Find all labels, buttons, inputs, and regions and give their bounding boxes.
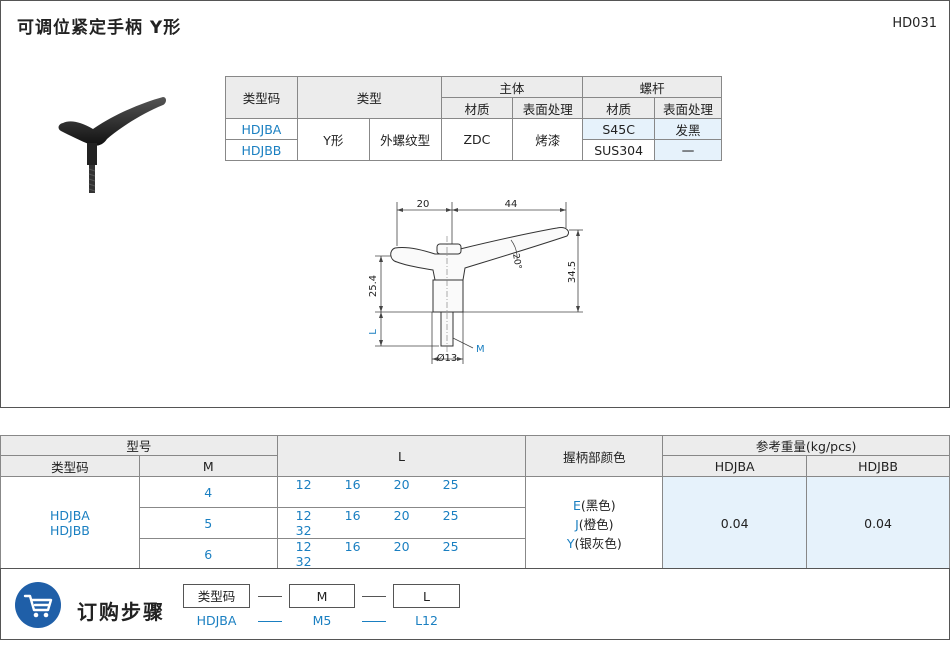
order-header-color: 握柄部颜色 xyxy=(525,435,664,477)
l-value: 16 xyxy=(344,477,361,492)
product-photo xyxy=(58,97,166,193)
color-code: E xyxy=(572,497,581,513)
step-value-connector xyxy=(258,621,282,622)
order-header-weight-a: HDJBA xyxy=(662,455,808,477)
order-code-b: HDJBB xyxy=(49,523,90,538)
spec-header-body-surface: 表面处理 xyxy=(512,97,584,119)
ordering-panel: 订购步骤 类型码 M L HDJBA M5 L12 xyxy=(0,568,950,640)
step-field-l: L xyxy=(393,584,460,608)
spec-table: 类型码 类型 主体 螺杆 材质 表面处理 材质 表面处理 HDJBA Y形 外螺… xyxy=(225,76,722,161)
page-title: 可调位紧定手柄 Y形 xyxy=(17,18,182,38)
order-header-M: M xyxy=(138,455,278,477)
order-m-5: 5 xyxy=(138,507,278,539)
step-value-connector xyxy=(362,621,386,622)
color-silver: Y(银灰色) xyxy=(526,533,662,552)
color-name: (银灰色) xyxy=(574,535,622,551)
dim-diameter: Ø13 xyxy=(437,352,458,364)
product-code: HD031 xyxy=(892,16,937,31)
order-code-a: HDJBA xyxy=(50,508,90,523)
spec-bolt-material-b: SUS304 xyxy=(582,139,656,161)
color-black: E(黑色) xyxy=(526,495,662,514)
spec-code-a: HDJBA xyxy=(225,118,298,140)
color-code: J xyxy=(575,516,579,532)
l-value: 20 xyxy=(393,477,410,492)
spec-bolt-surface-b: 一 xyxy=(654,139,722,161)
color-orange: J(橙色) xyxy=(526,514,662,533)
spec-header-body: 主体 xyxy=(440,76,584,98)
l-value: 16 xyxy=(344,508,361,523)
dim-25-4: 25.4 xyxy=(368,275,379,297)
order-codes: HDJBA HDJBB xyxy=(0,476,140,570)
l-value: 12 xyxy=(295,477,312,492)
color-code: Y xyxy=(566,535,575,551)
spec-header-bolt-surface: 表面处理 xyxy=(654,97,722,119)
l-value: 12 xyxy=(295,508,312,523)
dim-20: 20 xyxy=(417,199,430,210)
l-value: 25 xyxy=(442,508,459,523)
l-value: 16 xyxy=(344,539,361,554)
spec-body-surface: 烤漆 xyxy=(512,118,584,161)
dim-34-5: 34.5 xyxy=(567,261,578,283)
l-value: 32 xyxy=(295,523,312,538)
ordering-title: 订购步骤 xyxy=(77,600,165,624)
cart-icon xyxy=(15,582,61,628)
step-value-m: M5 xyxy=(312,613,332,628)
spec-header-type: 类型 xyxy=(296,76,442,119)
step-value-code: HDJBA xyxy=(196,613,237,628)
weight-a: 0.04 xyxy=(662,476,808,570)
spec-code-b: HDJBB xyxy=(225,139,298,161)
order-header-weight: 参考重量(kg/pcs) xyxy=(662,435,950,456)
step-connector xyxy=(258,596,282,597)
l-value: 20 xyxy=(393,539,410,554)
spec-type-y: Y形 xyxy=(296,118,370,161)
color-name: (橙色) xyxy=(578,516,614,532)
technical-drawing: 20 44 20° 25.4 34.5 L M Ø13 xyxy=(368,199,583,364)
spec-header-bolt: 螺杆 xyxy=(582,76,722,98)
order-m-4: 4 xyxy=(138,476,278,508)
step-field-m: M xyxy=(289,584,355,608)
order-table: 型号 L 握柄部颜色 参考重量(kg/pcs) 类型码 M HDJBA HDJB… xyxy=(0,435,950,570)
dim-L: L xyxy=(368,329,379,335)
step-connector xyxy=(362,596,386,597)
l-value: 25 xyxy=(442,539,459,554)
order-colors: E(黑色) J(橙色) Y(银灰色) xyxy=(525,476,664,570)
dim-angle: 20° xyxy=(510,253,523,270)
order-l-row-4: 12 16 20 25 xyxy=(276,476,527,508)
dim-44: 44 xyxy=(505,199,518,210)
order-header-model: 型号 xyxy=(0,435,278,456)
product-panel: 可调位紧定手柄 Y形 HD031 类型码 类型 主体 螺杆 材质 表面处理 材 xyxy=(0,0,950,408)
order-m-6: 6 xyxy=(138,538,278,570)
spec-bolt-material-a: S45C xyxy=(582,118,656,140)
color-name: (黑色) xyxy=(580,497,616,513)
order-header-L: L xyxy=(276,435,527,477)
l-value: 32 xyxy=(295,554,312,569)
spec-header-code: 类型码 xyxy=(225,76,298,119)
spec-type-thread: 外螺纹型 xyxy=(368,118,442,161)
step-value-l: L12 xyxy=(415,613,438,628)
spec-header-bolt-material: 材质 xyxy=(582,97,656,119)
dim-M: M xyxy=(476,344,485,355)
l-value: 20 xyxy=(393,508,410,523)
spec-header-body-material: 材质 xyxy=(440,97,514,119)
l-value: 12 xyxy=(295,539,312,554)
l-value: 25 xyxy=(442,477,459,492)
order-header-code: 类型码 xyxy=(0,455,140,477)
step-field-code: 类型码 xyxy=(183,584,250,608)
order-l-row-5: 12 16 20 25 32 xyxy=(276,507,527,539)
spec-body-material: ZDC xyxy=(440,118,514,161)
weight-b: 0.04 xyxy=(806,476,950,570)
order-l-row-6: 12 16 20 25 32 xyxy=(276,538,527,570)
spec-bolt-surface-a: 发黑 xyxy=(654,118,722,140)
order-header-weight-b: HDJBB xyxy=(806,455,950,477)
